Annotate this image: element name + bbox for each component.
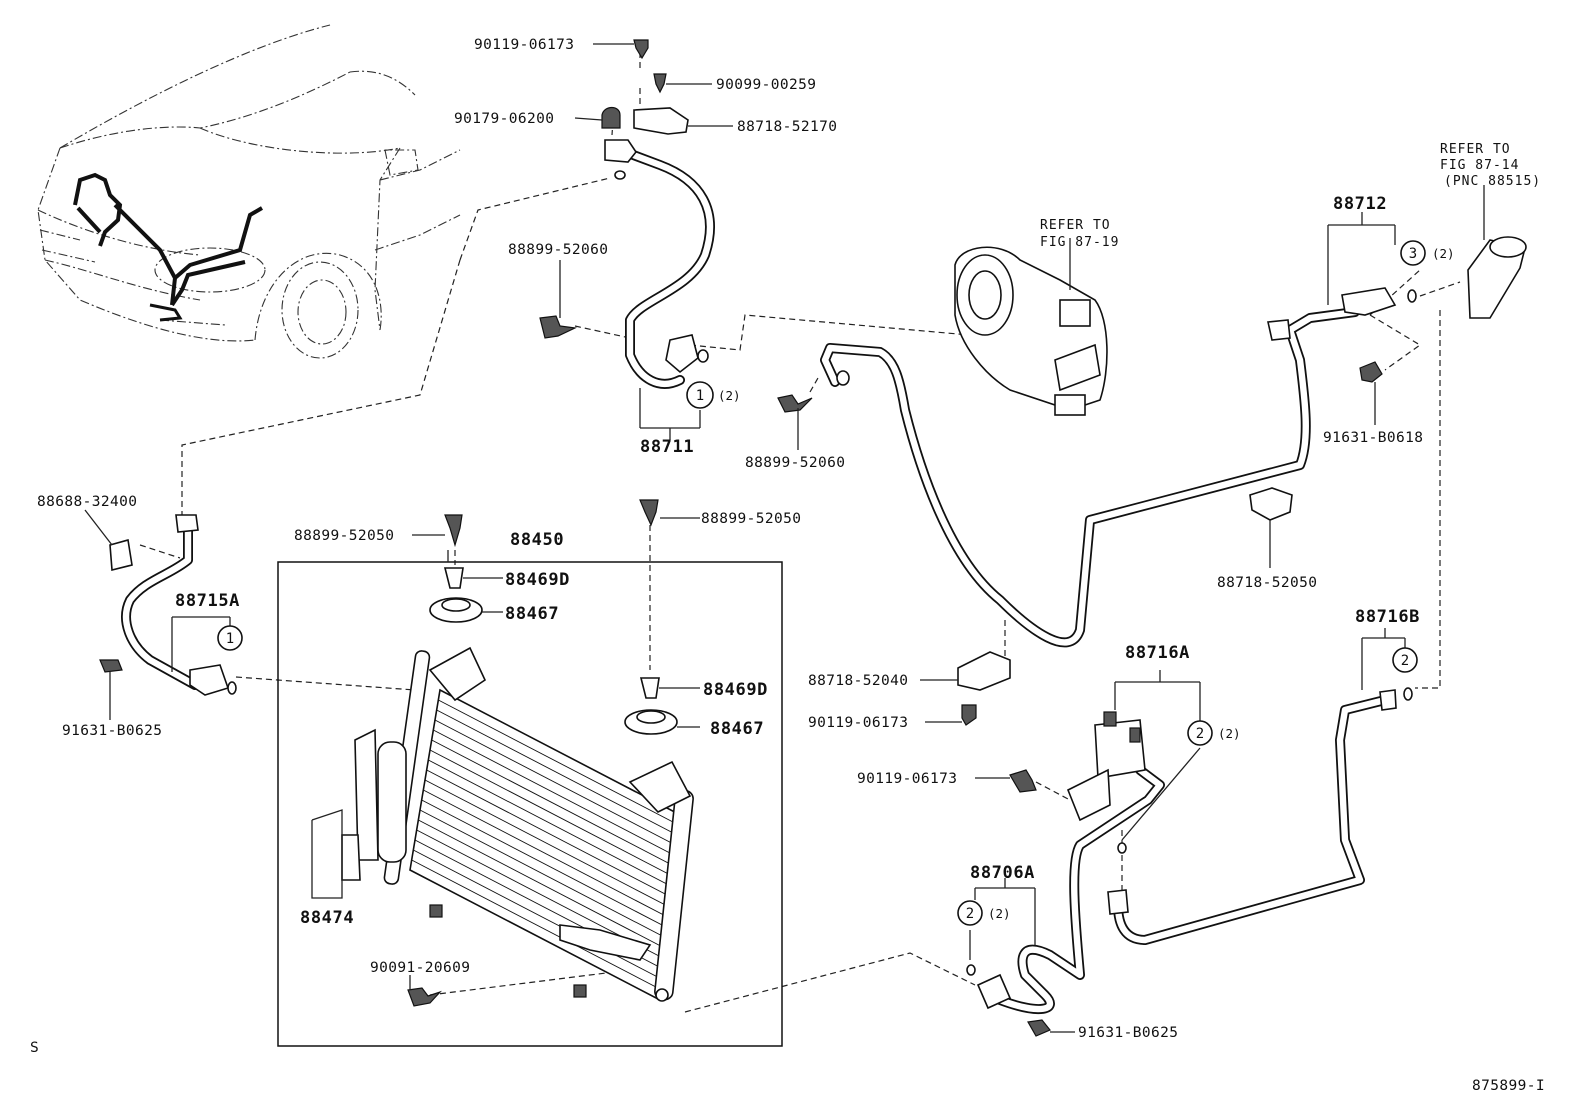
vehicle-sketch — [37, 24, 461, 359]
condenser-fin — [429, 749, 681, 881]
label-88899-52050-b: 88899-52050 — [701, 511, 801, 527]
label-88899-52060-a: 88899-52060 — [508, 242, 608, 258]
label-88469d-a: 88469D — [505, 570, 570, 590]
compressor — [954, 246, 1108, 416]
refer-compressor-line2: FIG 87-19 — [1040, 235, 1119, 250]
condenser-fin — [438, 699, 689, 831]
label-88716b: 88716B — [1355, 607, 1420, 627]
label-90119-06173-low: 90119-06173 — [857, 771, 957, 787]
label-90091-20609: 90091-20609 — [370, 960, 470, 976]
condenser-fin — [436, 709, 687, 841]
label-88718-52170: 88718-52170 — [737, 119, 837, 135]
label-90099-00259: 90099-00259 — [716, 77, 816, 93]
label-90179-06200: 90179-06200 — [454, 111, 554, 127]
label-91631-b0625-left: 91631-B0625 — [62, 723, 162, 739]
label-88467-a: 88467 — [505, 604, 559, 624]
fasteners — [99, 39, 1527, 1037]
condenser-fin — [411, 859, 662, 991]
label-leaders — [84, 43, 1485, 1033]
label-88467-b: 88467 — [710, 719, 764, 739]
condenser-fin — [413, 849, 664, 981]
callout-2-88716a: 2 — [1196, 726, 1204, 742]
callout-2-88706a: 2 — [966, 906, 974, 922]
label-88715a: 88715A — [175, 591, 240, 611]
condenser-fin — [433, 729, 684, 861]
condenser-fin — [428, 759, 679, 891]
label-90119-06173-top: 90119-06173 — [474, 37, 574, 53]
refer-reservoir-line2: FIG 87-14 — [1440, 158, 1519, 173]
callout-1-88715a: 1 — [226, 631, 234, 647]
callout-1-88711: 1 — [696, 388, 704, 404]
condenser-frame — [277, 561, 783, 1047]
label-91631-b0618: 91631-B0618 — [1323, 430, 1423, 446]
condenser-fin — [423, 789, 674, 921]
label-88899-52050-a: 88899-52050 — [294, 528, 394, 544]
callout-circles — [217, 240, 1426, 926]
label-88718-52040: 88718-52040 — [808, 673, 908, 689]
corner-mark: S — [30, 1040, 39, 1056]
label-88718-52050: 88718-52050 — [1217, 575, 1317, 591]
label-91631-b0625-bottom: 91631-B0625 — [1078, 1025, 1178, 1041]
group-brackets — [171, 212, 1406, 960]
refer-reservoir-line3: (PNC 88515) — [1444, 174, 1541, 189]
label-88712: 88712 — [1333, 194, 1387, 214]
condenser-fin — [426, 769, 677, 901]
condenser-fin — [431, 739, 682, 871]
condenser-core — [354, 646, 694, 1002]
label-88450: 88450 — [510, 530, 564, 550]
pipes — [121, 145, 1390, 1015]
condenser-fin — [434, 719, 686, 851]
condenser-fin — [418, 819, 669, 951]
callout-3-88712: 3 — [1409, 246, 1417, 262]
condenser-fin — [421, 799, 672, 931]
label-88899-52060-b: 88899-52060 — [745, 455, 845, 471]
qty-88716a: (2) — [1218, 726, 1241, 741]
refer-reservoir-line1: REFER TO — [1440, 142, 1511, 157]
condenser-fin — [419, 809, 671, 941]
label-90119-06173-mid: 90119-06173 — [808, 715, 908, 731]
refer-compressor-line1: REFER TO — [1040, 218, 1111, 233]
label-88716a: 88716A — [1125, 643, 1190, 663]
label-88469d-b: 88469D — [703, 680, 768, 700]
condenser-fin — [424, 779, 676, 911]
label-88711: 88711 — [640, 437, 694, 457]
qty-88711: (2) — [718, 388, 741, 403]
label-88706a: 88706A — [970, 863, 1035, 883]
qty-88706a: (2) — [988, 906, 1011, 921]
label-88474: 88474 — [300, 908, 354, 928]
qty-88712: (2) — [1432, 246, 1455, 261]
diagram-id: 875899-I — [1472, 1078, 1545, 1094]
callout-2-88716b: 2 — [1401, 653, 1409, 669]
label-88688-32400: 88688-32400 — [37, 494, 137, 510]
